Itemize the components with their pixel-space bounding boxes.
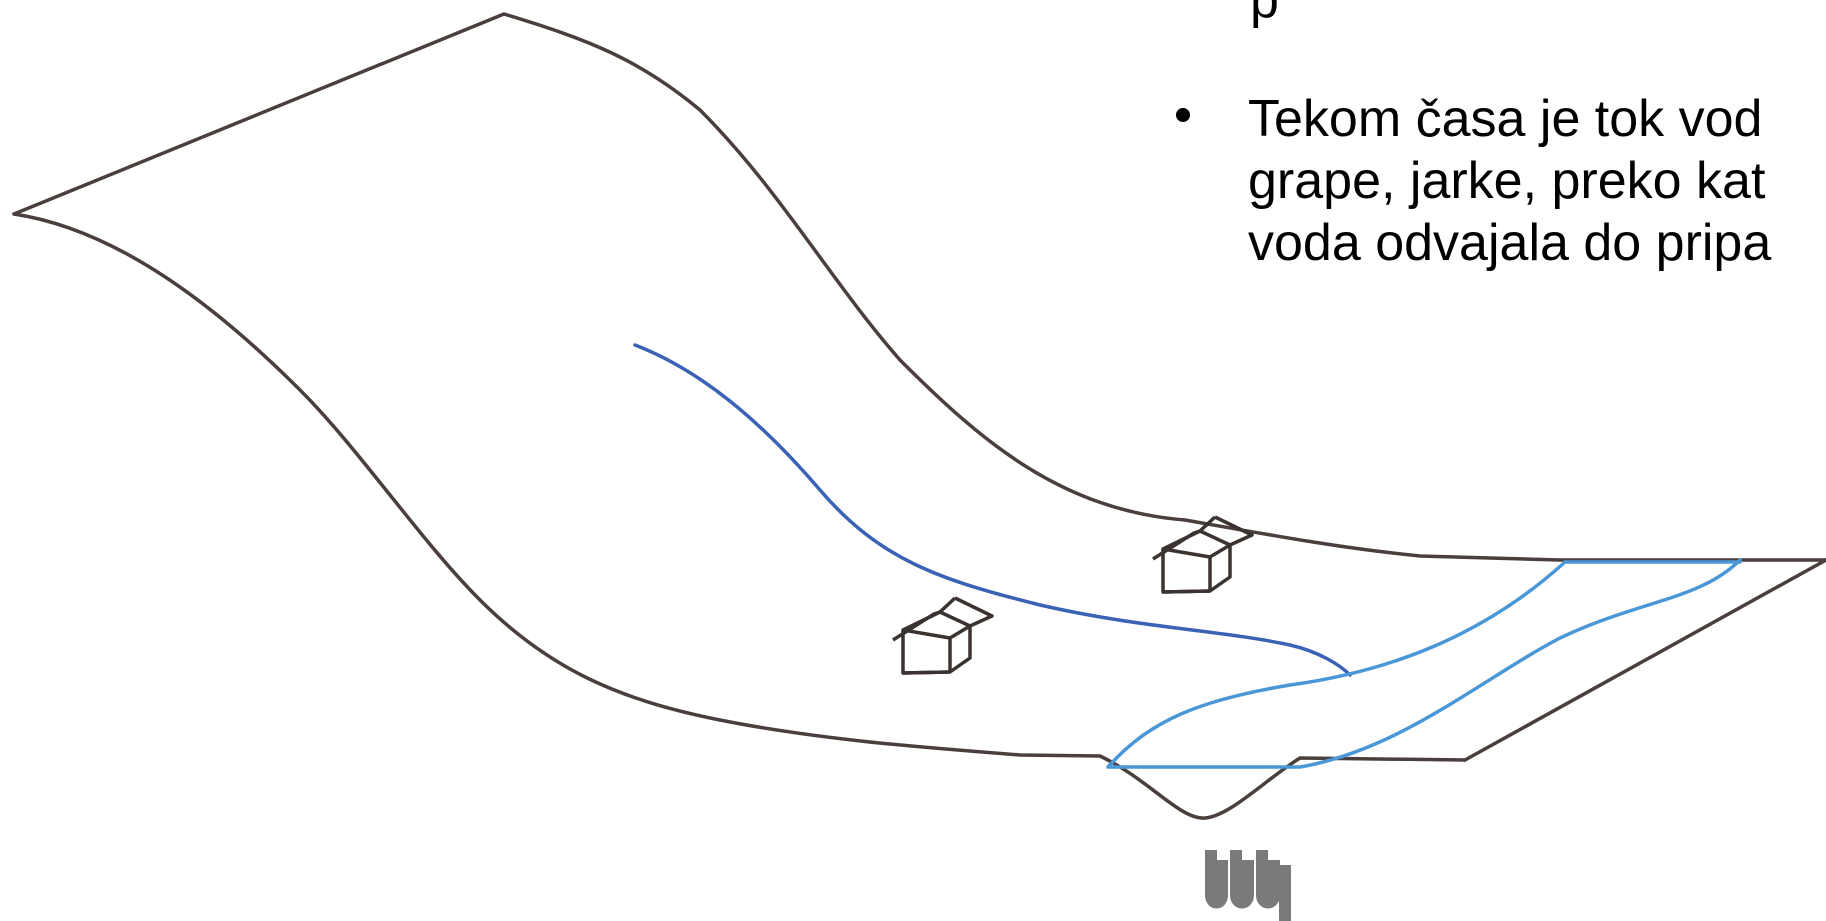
bullet-line: grape, jarke, preko kat <box>1248 152 1766 210</box>
top-text-fragment: p <box>1250 0 1279 29</box>
terrain-upper-edge <box>12 12 1747 562</box>
bullet-line: Tekom časa je tok vod <box>1248 90 1763 148</box>
bullet-icon <box>1176 108 1190 122</box>
stream-light-1 <box>1106 560 1567 769</box>
watermark-logo <box>1205 850 1291 921</box>
terrain-right-edge <box>1463 558 1826 762</box>
house-icon <box>892 596 994 675</box>
stream-dark <box>633 343 1352 677</box>
bullet-line: voda odvajala do pripa <box>1248 214 1772 272</box>
house-icon <box>1152 515 1254 594</box>
stream-light-2 <box>1106 558 1742 769</box>
bullet-paragraph: Tekom časa je tok vod grape, jarke, prek… <box>1172 88 1826 274</box>
terrain-lower-edge <box>12 212 1467 820</box>
